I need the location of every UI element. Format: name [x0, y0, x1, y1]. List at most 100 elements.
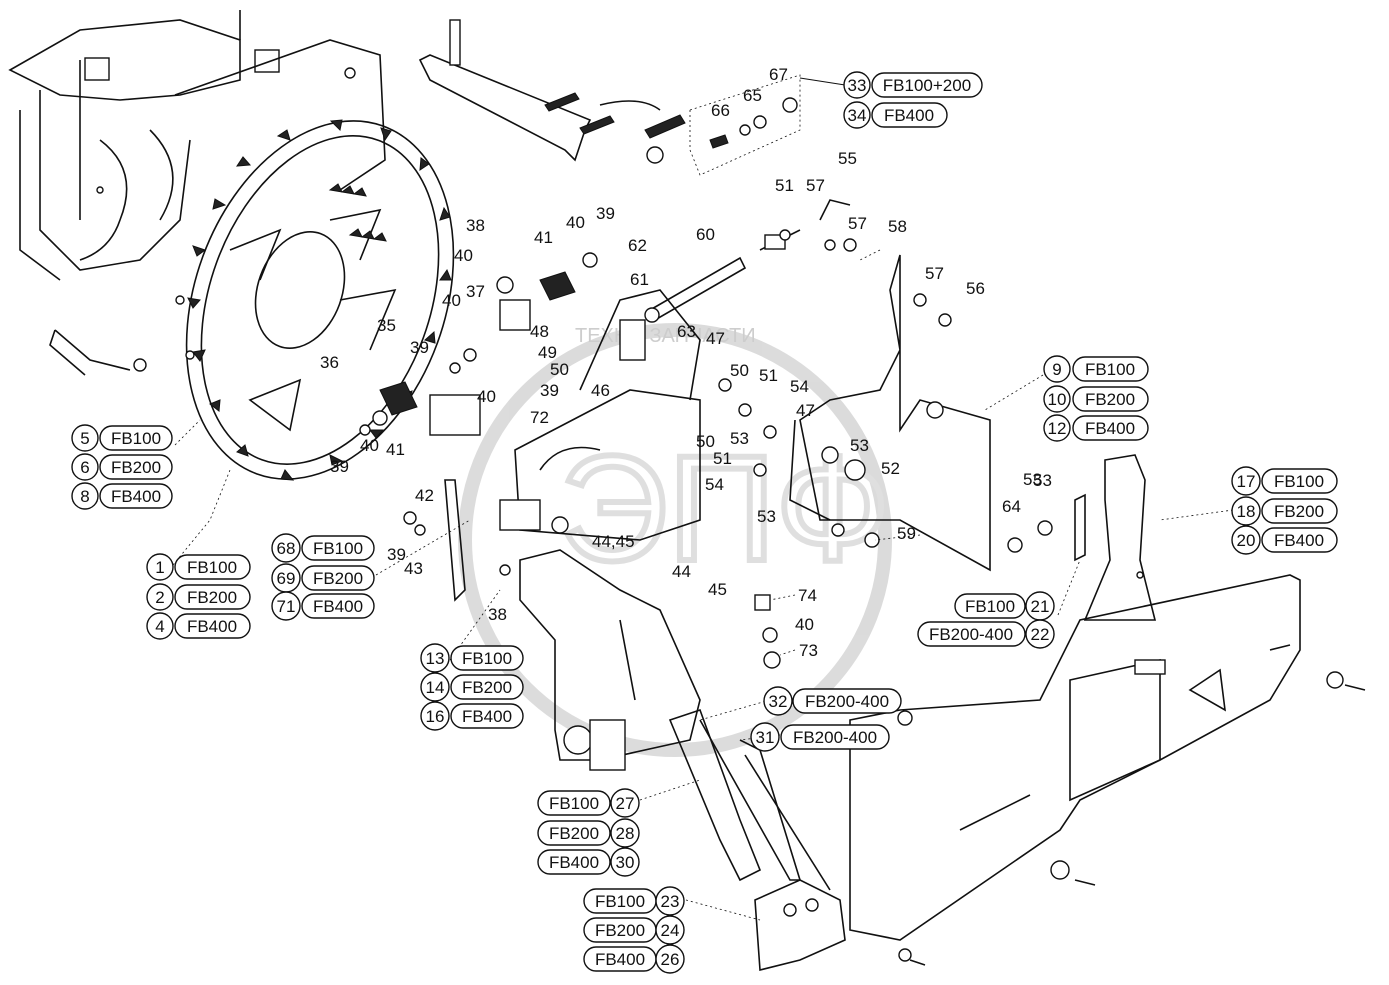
part-num: 53 [1033, 471, 1052, 490]
part-num: 51 [759, 366, 778, 385]
variant-label: FB400 [884, 106, 934, 125]
part-num: 37 [466, 282, 485, 301]
variant-number: 68 [277, 539, 296, 558]
part-num: 73 [799, 641, 818, 660]
variant-17: 17 FB100 [1231, 466, 1338, 496]
coupler-detail [689, 74, 846, 176]
variant-label: FB100 [111, 429, 161, 448]
variant-number: 24 [661, 921, 680, 940]
part-num: 53 [1023, 470, 1042, 489]
leader-lines [172, 249, 1234, 921]
variant-30: FB400 30 [537, 847, 640, 877]
part-num: 39 [596, 204, 615, 223]
part-num: 36 [320, 353, 339, 372]
part-num: 63 [677, 322, 696, 341]
variant-number: 18 [1237, 502, 1256, 521]
part-num: 53 [730, 429, 749, 448]
variant-label: FB100 [462, 649, 512, 668]
part-num: 55 [838, 149, 857, 168]
variant-13: 13 FB100 [420, 643, 524, 673]
part-num: 64 [1002, 497, 1021, 516]
variant-68: 68 FB100 [271, 533, 375, 563]
variant-28: FB200 28 [537, 818, 640, 848]
variant-label: FB200 [111, 458, 161, 477]
part-num: 65 [743, 86, 762, 105]
variant-23: FB100 23 [583, 886, 685, 916]
small-brackets [1007, 454, 1157, 621]
variant-number: 69 [277, 569, 296, 588]
variant-33: 33 FB100+200 [843, 71, 983, 99]
part-num: 66 [711, 101, 730, 120]
variant-4: 4 FB400 [146, 612, 251, 640]
sprocket-wheel [175, 119, 455, 481]
variant-18: 18 FB200 [1231, 496, 1338, 526]
part-num: 44,45 [592, 532, 635, 551]
variant-number: 34 [848, 106, 867, 125]
variant-label: FB100 [549, 794, 599, 813]
lower-casing [403, 479, 701, 771]
variant-number: 33 [848, 76, 867, 95]
part-num: 39 [410, 338, 429, 357]
variant-label: FB100 [1085, 360, 1135, 379]
variant-label: FB100 [965, 597, 1015, 616]
part-num: 47 [796, 401, 815, 420]
large-side-panel [849, 574, 1366, 966]
part-num: 43 [404, 559, 423, 578]
part-num: 58 [888, 217, 907, 236]
variant-label: FB400 [595, 950, 645, 969]
part-num: 40 [454, 246, 473, 265]
variant-12: 12 FB400 [1043, 414, 1149, 442]
variant-71: 71 FB400 [271, 591, 375, 621]
part-num: 53 [850, 436, 869, 455]
watermark: ТЕХНО ЗАПЧАСТИ ЭПФ [458, 323, 893, 757]
part-num: 51 [713, 449, 732, 468]
variant-number: 17 [1237, 472, 1256, 491]
part-num: 38 [488, 605, 507, 624]
part-num: 59 [897, 524, 916, 543]
part-num: 42 [415, 486, 434, 505]
variant-number: 32 [769, 692, 788, 711]
variant-34: 34 FB400 [843, 101, 948, 129]
variant-number: 4 [155, 617, 164, 636]
variant-label: FB400 [462, 707, 512, 726]
part-number-labels: 67 66 65 55 51 57 57 58 57 56 60 38 40 3… [320, 65, 1052, 660]
variant-number: 22 [1031, 625, 1050, 644]
part-num: 38 [466, 216, 485, 235]
variant-label: FB400 [313, 597, 363, 616]
variant-number: 28 [616, 824, 635, 843]
part-num: 39 [540, 381, 559, 400]
variant-label: FB400 [111, 487, 161, 506]
part-num: 53 [757, 507, 776, 526]
part-num: 40 [477, 387, 496, 406]
part-num: 57 [925, 264, 944, 283]
variant-number: 31 [756, 728, 775, 747]
shaft-60 [644, 229, 801, 323]
part-num: 67 [769, 65, 788, 84]
variant-10: 10 FB200 [1043, 385, 1149, 413]
variant-label: FB200 [1085, 390, 1135, 409]
variant-label: FB200 [313, 569, 363, 588]
variant-label: FB100 [187, 558, 237, 577]
watermark-text: ТЕХНО ЗАПЧАСТИ [575, 325, 756, 347]
part-num: 51 [775, 176, 794, 195]
part-num: 35 [377, 316, 396, 335]
variant-number: 20 [1237, 531, 1256, 550]
part-num: 54 [790, 377, 809, 396]
variant-24: FB200 24 [583, 915, 685, 945]
variant-16: 16 FB400 [420, 701, 524, 731]
part-num: 40 [442, 291, 461, 310]
variant-number: 16 [426, 707, 445, 726]
variant-label: FB100 [313, 539, 363, 558]
part-num: 41 [386, 440, 405, 459]
variant-label: FB200-400 [929, 625, 1013, 644]
variant-9: 9 FB100 [1043, 355, 1149, 383]
part-num: 48 [530, 322, 549, 341]
variant-number: 2 [155, 588, 164, 607]
variant-number: 6 [80, 458, 89, 477]
variant-label: FB200-400 [793, 728, 877, 747]
variant-label: FB200 [187, 588, 237, 607]
part-num: 54 [705, 475, 724, 494]
variant-27: FB100 27 [537, 788, 640, 818]
part-num: 56 [966, 279, 985, 298]
variant-69: 69 FB200 [271, 563, 375, 593]
